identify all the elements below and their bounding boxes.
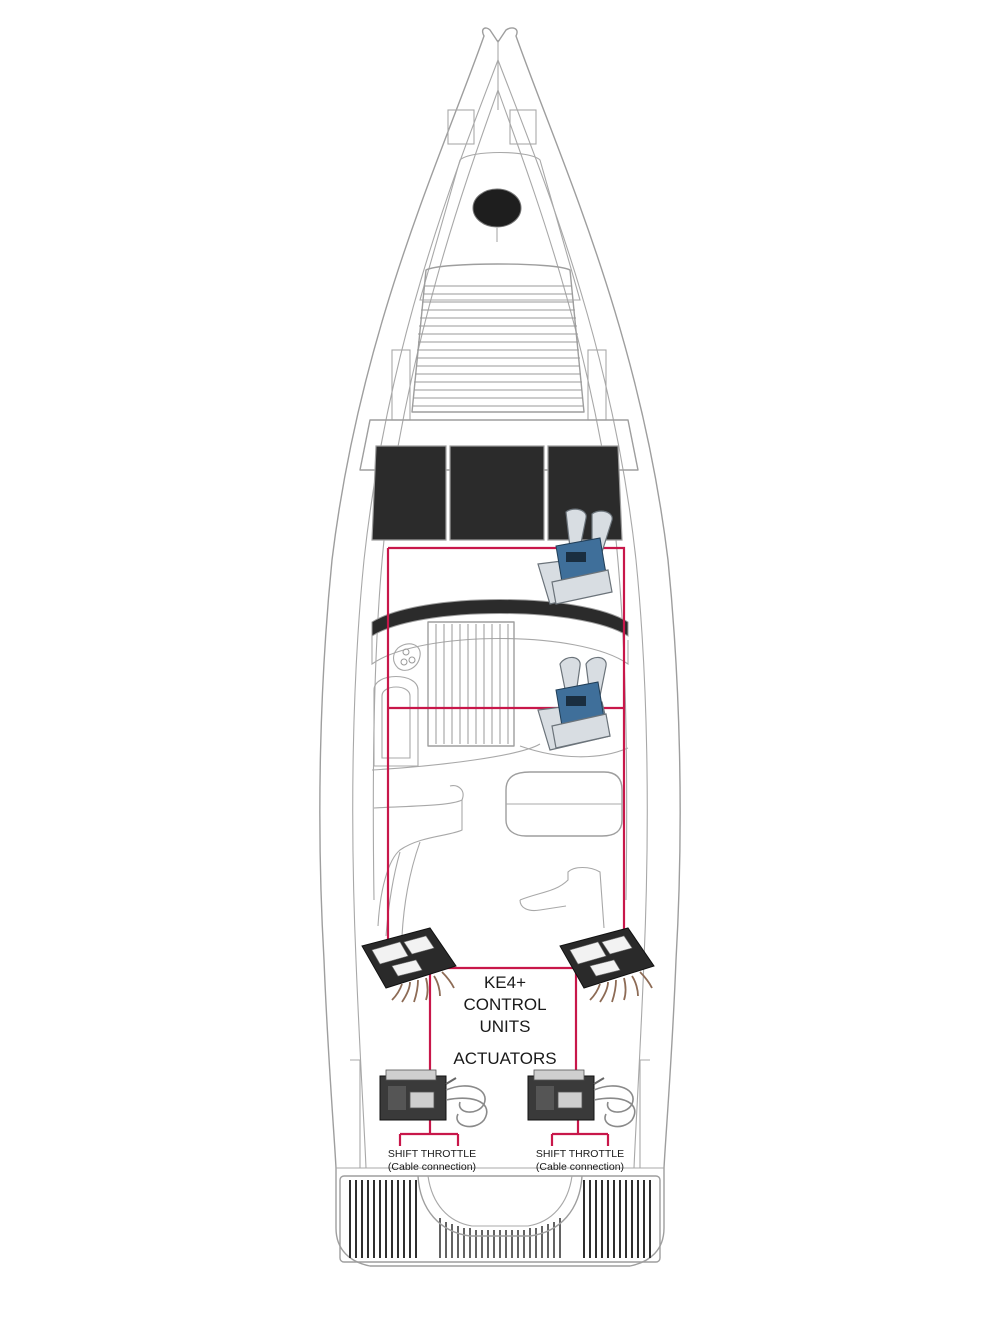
actuators-label: ACTUATORS xyxy=(453,1049,556,1068)
left-shift-throttle-label: SHIFT THROTTLE xyxy=(388,1148,476,1160)
right-shift-throttle-label: SHIFT THROTTLE xyxy=(536,1148,624,1160)
foredeck-sunpad-stripes xyxy=(413,285,583,407)
left-cable-connection-label: (Cable connection) xyxy=(388,1161,476,1173)
lower-station-control-lever-icon xyxy=(537,656,611,751)
control-units-label-line1: KE4+ xyxy=(484,973,526,992)
swim-platform-stripes xyxy=(349,1180,651,1258)
left-ke4-control-unit-icon xyxy=(361,927,457,1003)
right-cable-connection-label: (Cable connection) xyxy=(536,1161,624,1173)
right-ke4-control-unit-icon xyxy=(559,927,655,1003)
control-units-label: KE4+ CONTROL UNITS xyxy=(463,973,546,1036)
control-units-label-line3: UNITS xyxy=(480,1017,531,1036)
swim-platform-center-stripes xyxy=(439,1218,561,1258)
left-actuator-icon xyxy=(379,1069,488,1128)
helm-floor-stripes xyxy=(435,624,509,744)
right-actuator-icon xyxy=(527,1069,636,1128)
boat-hull xyxy=(319,27,681,1267)
control-units-label-line2: CONTROL xyxy=(463,995,546,1014)
upper-station-control-lever-icon xyxy=(537,508,613,605)
